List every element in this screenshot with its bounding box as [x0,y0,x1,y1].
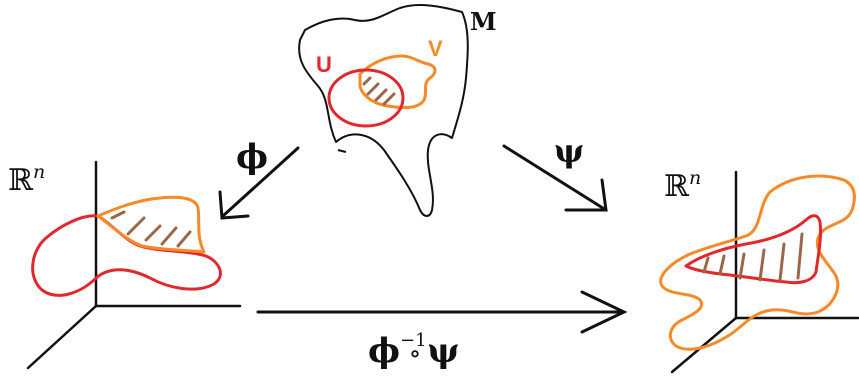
manifold-tick [338,150,346,152]
psi-label: ψ [554,132,584,170]
right-space-label: ℝn [664,167,701,204]
right-space-exponent: n [689,167,701,189]
set-u-label: U [316,52,332,77]
transition-compose: ∘ [409,339,422,369]
phi-v-region [98,197,204,252]
phi-u-region [33,216,221,296]
left-overlap-hatch [112,212,190,246]
set-v-label: V [428,36,443,61]
right-space-symbol: ℝ [664,169,690,204]
left-space-label: ℝn [8,161,45,198]
transition-psi: ψ [427,331,459,371]
phi-label: ϕ [236,137,268,177]
transition-label: ϕ−1∘ψ [368,330,459,371]
left-space-exponent: n [33,161,45,183]
transition-phi: ϕ [368,331,400,371]
manifold-label: M [470,7,497,36]
left-space-symbol: ℝ [8,163,34,198]
right-overlap-hatch [704,234,802,280]
left-axes [28,162,240,368]
transition-arrow [258,292,624,332]
